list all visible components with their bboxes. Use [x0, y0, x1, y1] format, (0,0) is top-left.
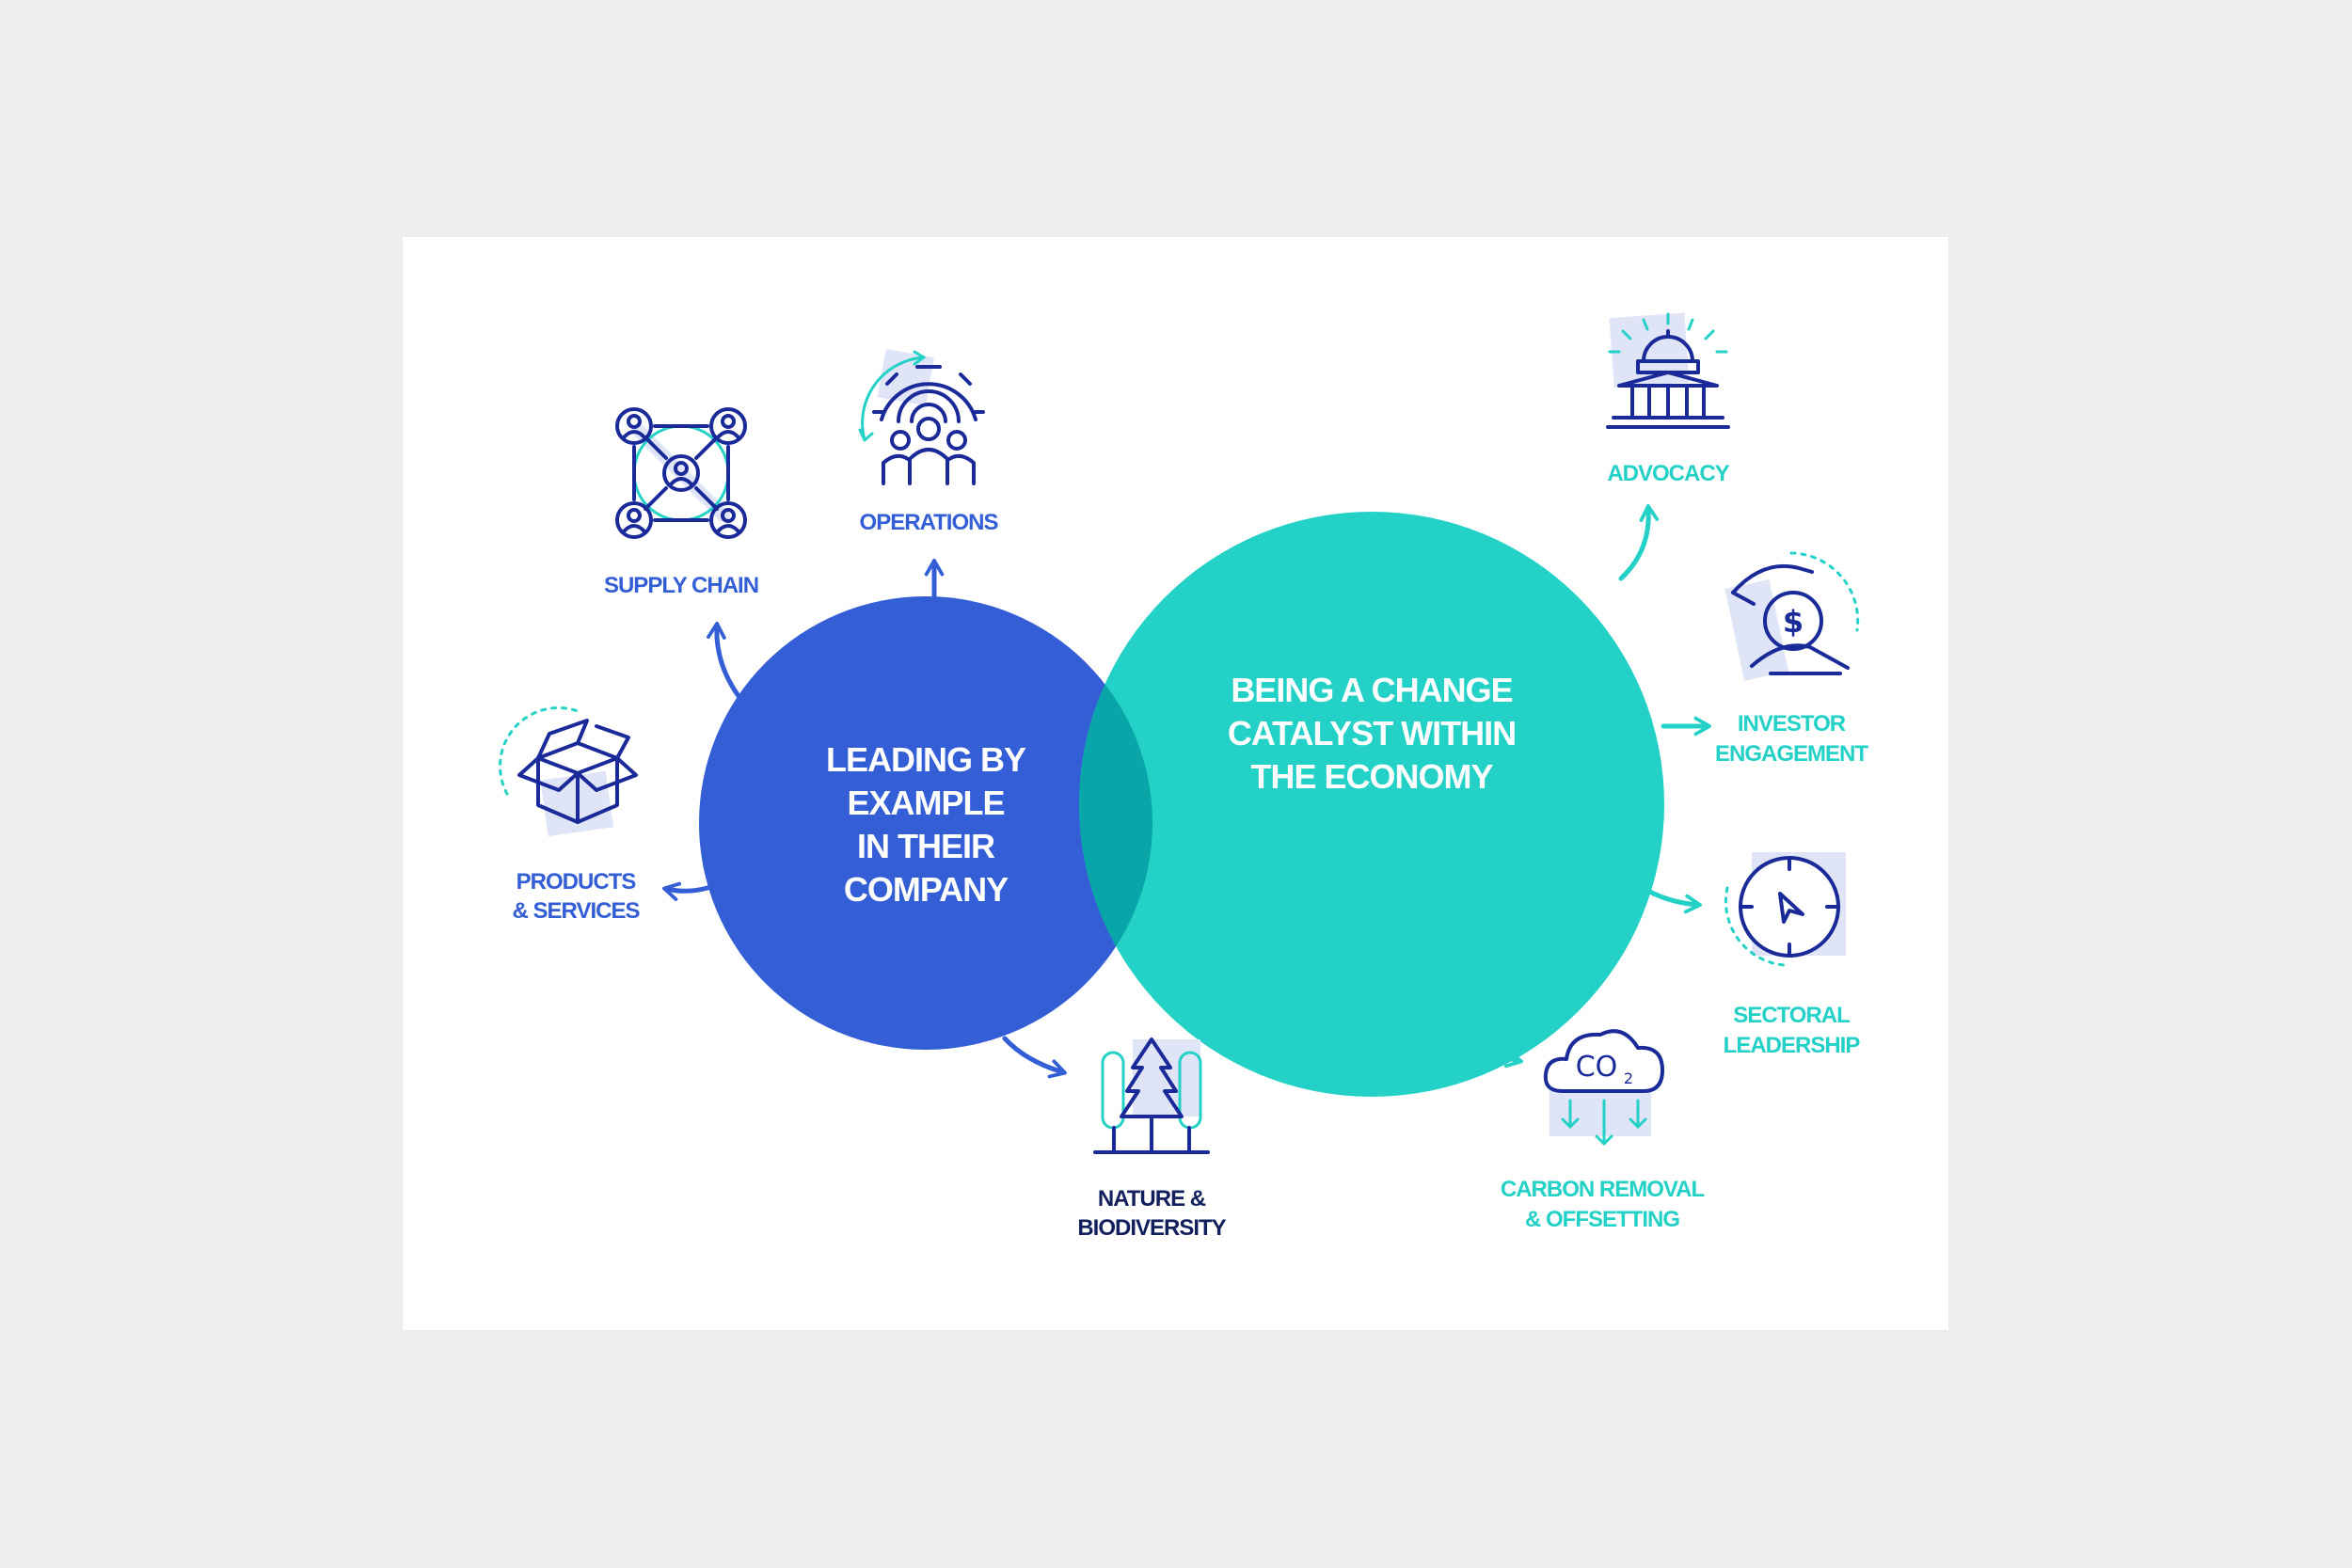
advocacy-label: ADVOCACY: [1607, 461, 1729, 486]
left-circle-label: LEADING BY EXAMPLE IN THEIR COMPANY: [826, 740, 1026, 909]
label-line: THE ECONOMY: [1250, 757, 1493, 796]
trees-icon: [1093, 1037, 1210, 1154]
label-line: NATURE &: [1098, 1186, 1206, 1212]
open-box-icon: [499, 706, 638, 836]
label-line: LEADERSHIP: [1724, 1033, 1861, 1058]
co2-text: CO: [1576, 1051, 1618, 1084]
right-circle: [1079, 512, 1664, 1097]
label-line: ADVOCACY: [1607, 461, 1729, 486]
hand-coin-icon: $: [1724, 551, 1860, 681]
label-line: ENGAGEMENT: [1715, 741, 1868, 767]
products-label: PRODUCTS & SERVICES: [513, 869, 641, 924]
label-line: COMPANY: [844, 870, 1009, 909]
label-line: PRODUCTS: [516, 869, 637, 895]
label-line: INVESTOR: [1738, 711, 1846, 736]
label-line: OPERATIONS: [860, 510, 999, 535]
label-line: SUPPLY CHAIN: [604, 573, 758, 598]
arrow-to-supply-chain: [707, 622, 741, 699]
label-line: & OFFSETTING: [1525, 1207, 1679, 1232]
left-circle: [699, 596, 1152, 1050]
investor-label: INVESTOR ENGAGEMENT: [1715, 711, 1868, 767]
gear-team-icon: [858, 348, 985, 485]
compass-icon: [1724, 852, 1846, 967]
sectoral-label: SECTORAL LEADERSHIP: [1724, 1003, 1861, 1058]
label-line: CATALYST WITHIN: [1228, 714, 1516, 752]
label-line: CARBON REMOVAL: [1501, 1177, 1705, 1202]
operations-label: OPERATIONS: [860, 510, 999, 535]
co2-cloud-icon: CO 2: [1543, 1029, 1664, 1146]
label-line: BIODIVERSITY: [1077, 1215, 1226, 1241]
arrow-to-nature-blue: [1002, 1036, 1067, 1079]
nature-label: NATURE & BIODIVERSITY: [1077, 1186, 1226, 1241]
blue-connectors: [662, 559, 1067, 1079]
network-people-icon: [615, 407, 747, 539]
label-line: BEING A CHANGE: [1231, 671, 1512, 709]
carbon-label: CARBON REMOVAL & OFFSETTING: [1501, 1177, 1705, 1232]
label-line: LEADING BY: [826, 740, 1026, 779]
label-line: & SERVICES: [513, 898, 641, 924]
supply-chain-label: SUPPLY CHAIN: [604, 573, 758, 598]
dollar-sign: $: [1783, 604, 1804, 640]
capitol-building-icon: [1606, 312, 1730, 429]
co2-subscript: 2: [1624, 1069, 1633, 1087]
label-line: SECTORAL: [1733, 1003, 1850, 1028]
right-circle-label: BEING A CHANGE CATALYST WITHIN THE ECONOMY: [1228, 671, 1516, 796]
label-line: IN THEIR: [857, 827, 995, 865]
label-line: EXAMPLE: [847, 784, 1004, 822]
arrow-to-advocacy: [1618, 504, 1660, 581]
arrow-to-products: [662, 881, 710, 901]
